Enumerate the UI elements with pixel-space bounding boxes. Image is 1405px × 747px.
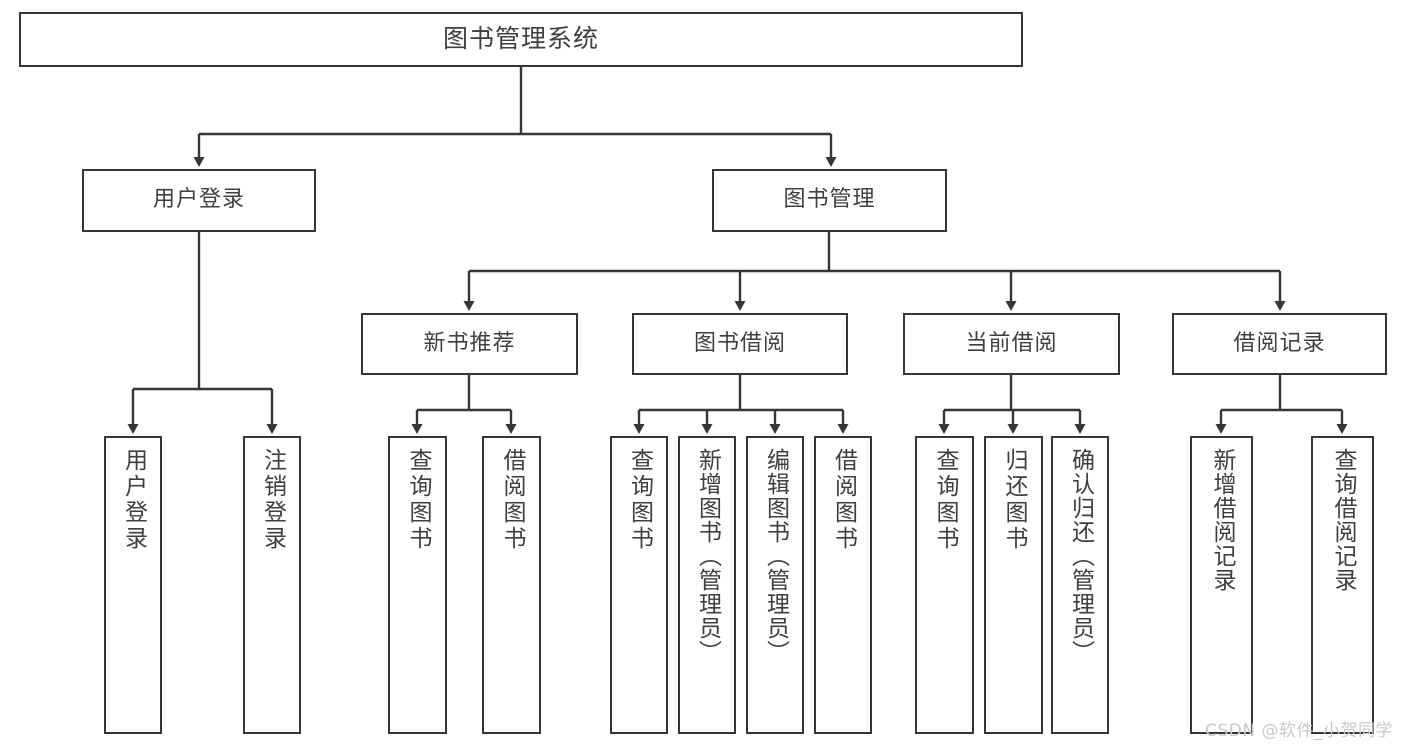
node-label: 新增图书（管理员） <box>694 448 721 664</box>
leaf-return-book[interactable]: 归还图书 <box>984 436 1043 734</box>
leaf-query-borrow-record[interactable]: 查询借阅记录 <box>1311 436 1374 734</box>
leaf-borrow-book-recommend[interactable]: 借阅图书 <box>482 436 541 734</box>
watermark-csdn: CSDN @软件_小贺同学 <box>1205 721 1393 741</box>
leaf-add-book-admin[interactable]: 新增图书（管理员） <box>678 436 736 734</box>
node-label: 确认归还（管理员） <box>1067 448 1094 664</box>
leaf-query-book[interactable]: 查询图书 <box>610 436 668 734</box>
leaf-user-login[interactable]: 用户登录 <box>104 436 162 734</box>
leaf-add-borrow-record[interactable]: 新增借阅记录 <box>1190 436 1253 734</box>
leaf-logout[interactable]: 注销登录 <box>243 436 301 734</box>
node-label: 新书推荐 <box>423 330 516 356</box>
leaf-query-book-current[interactable]: 查询图书 <box>915 436 974 734</box>
node-label: 新增借阅记录 <box>1209 448 1235 592</box>
node-label: 借阅记录 <box>1233 330 1326 356</box>
node-label: 图书管理系统 <box>442 24 599 54</box>
node-book-borrow[interactable]: 图书借阅 <box>632 313 848 375</box>
node-label: 当前借阅 <box>965 330 1058 356</box>
node-label: 注销登录 <box>259 448 286 552</box>
node-root-system[interactable]: 图书管理系统 <box>19 12 1023 67</box>
node-current-borrow[interactable]: 当前借阅 <box>903 313 1120 375</box>
node-label: 查询借阅记录 <box>1330 448 1356 592</box>
leaf-query-book-recommend[interactable]: 查询图书 <box>388 436 447 734</box>
node-borrow-record[interactable]: 借阅记录 <box>1172 313 1387 375</box>
node-label: 用户登录 <box>152 187 245 213</box>
node-label: 图书管理 <box>783 187 876 213</box>
node-label: 用户登录 <box>120 448 147 552</box>
node-new-book-recommend[interactable]: 新书推荐 <box>361 313 578 375</box>
node-label: 借阅图书 <box>830 448 857 552</box>
node-label: 编辑图书（管理员） <box>762 448 789 664</box>
leaf-borrow-book[interactable]: 借阅图书 <box>814 436 872 734</box>
leaf-edit-book-admin[interactable]: 编辑图书（管理员） <box>746 436 804 734</box>
leaf-confirm-return-admin[interactable]: 确认归还（管理员） <box>1051 436 1109 734</box>
node-label: 归还图书 <box>1001 448 1027 552</box>
node-label: 图书借阅 <box>693 330 786 356</box>
node-user-login[interactable]: 用户登录 <box>82 169 316 232</box>
node-label: 查询图书 <box>626 448 653 552</box>
node-label: 查询图书 <box>405 448 431 552</box>
node-label: 借阅图书 <box>499 448 525 552</box>
node-book-management[interactable]: 图书管理 <box>712 169 947 232</box>
node-label: 查询图书 <box>932 448 958 552</box>
